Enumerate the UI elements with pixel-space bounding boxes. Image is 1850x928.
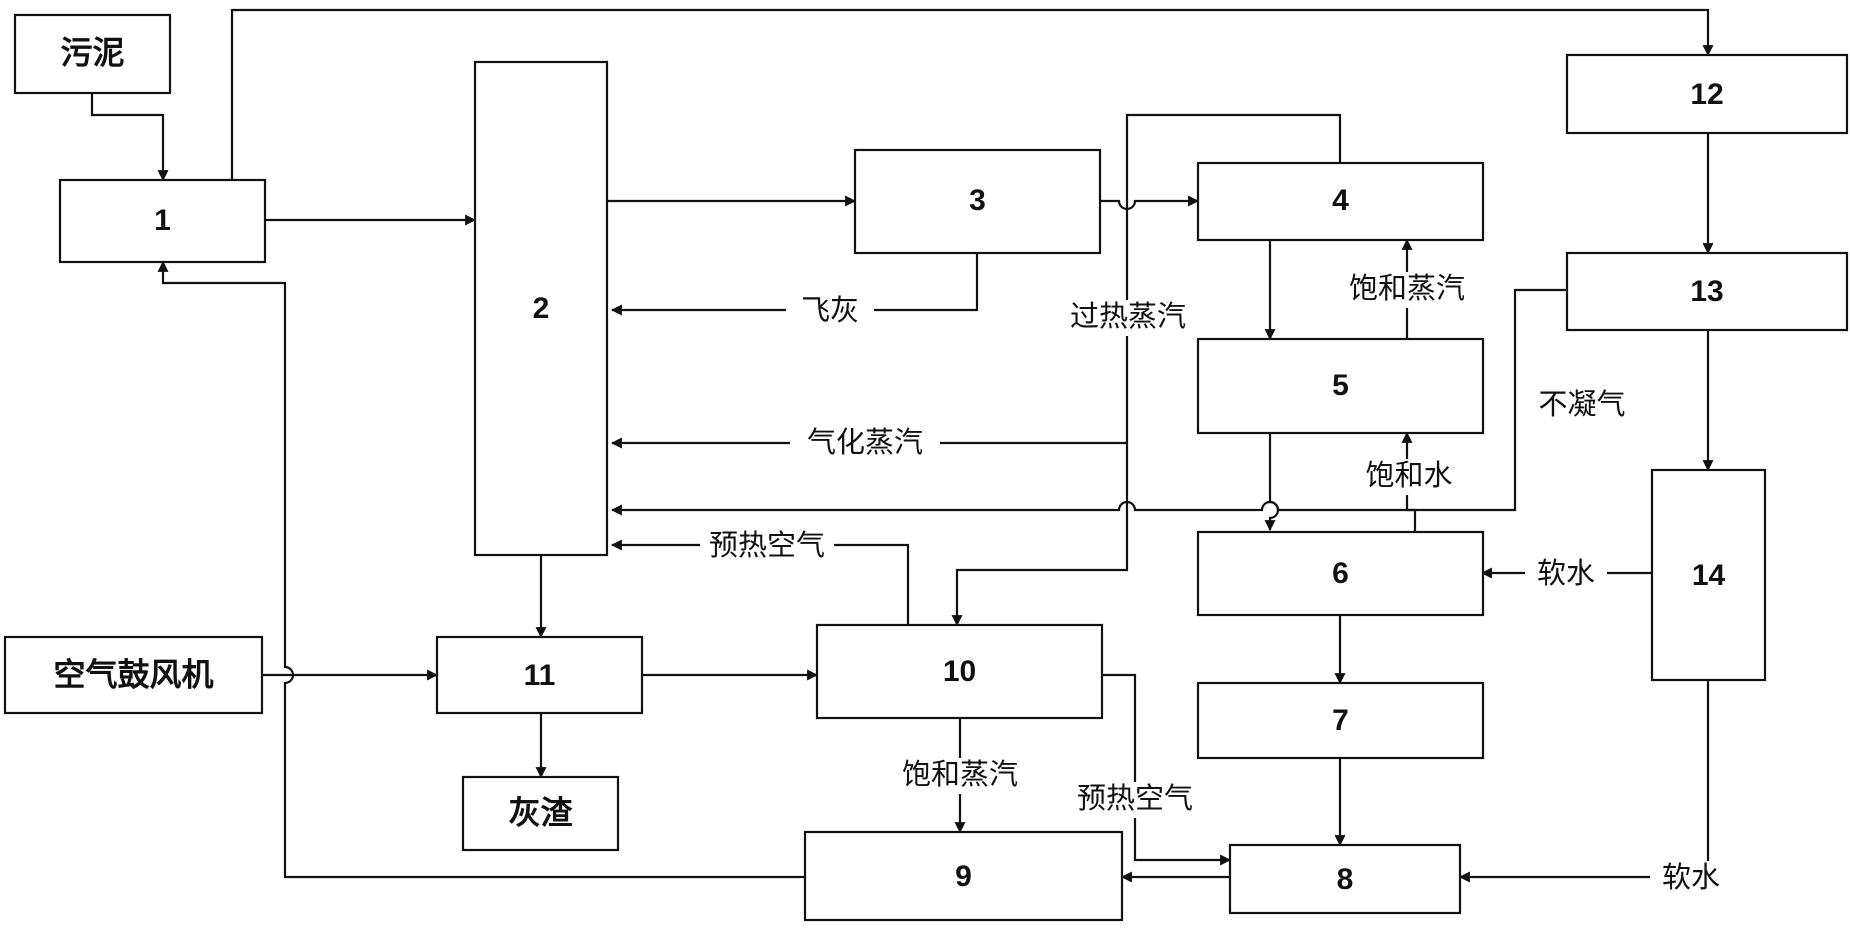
node-9: 9: [803, 830, 1124, 922]
edge-3-to-4: [1100, 195, 1200, 211]
node-13-label: 13: [1690, 275, 1723, 308]
node-11-label: 11: [524, 659, 556, 692]
node-4: 4: [1196, 161, 1485, 242]
node-2-label: 2: [533, 292, 550, 325]
node-9-label: 9: [955, 860, 972, 893]
node-10-label: 10: [943, 655, 976, 688]
node-6-label: 6: [1332, 557, 1349, 590]
edge-sludge-to-1: [90, 93, 169, 182]
node-sludge: 污泥: [13, 13, 172, 95]
node-2: 2: [473, 60, 609, 557]
edge-3-to-2-fly-ash: [610, 253, 979, 316]
label-saturated-steam-bottom: 饱和蒸汽: [902, 757, 1018, 791]
node-14: 14: [1650, 468, 1767, 682]
edge-13-to-2-non-condensable-gas: [610, 288, 1567, 516]
label-superheated-steam: 过热蒸汽: [1070, 299, 1186, 333]
node-1: 1: [58, 178, 267, 264]
label-non-condensable-gas: 不凝气: [1538, 387, 1625, 421]
node-5: 5: [1196, 337, 1485, 435]
edge-1-to-12: [230, 8, 1714, 180]
node-ash-slag: 灰渣: [461, 775, 620, 852]
node-8-label: 8: [1337, 863, 1354, 896]
node-6: 6: [1196, 530, 1485, 617]
nodes: 污泥 1 2 3 4 5 6 7: [3, 13, 1849, 922]
edge-14-to-8-soft-water: [1458, 680, 1710, 883]
node-3-label: 3: [969, 184, 986, 217]
node-8: 8: [1228, 843, 1462, 915]
node-5-label: 5: [1332, 369, 1349, 402]
node-13: 13: [1565, 251, 1849, 332]
node-14-label: 14: [1692, 559, 1726, 592]
node-4-label: 4: [1332, 184, 1349, 217]
node-12: 12: [1565, 53, 1849, 135]
label-soft-water-to-6: 软水: [1537, 556, 1595, 590]
node-3: 3: [853, 148, 1102, 255]
label-fly-ash: 飞灰: [801, 293, 859, 327]
label-preheated-air-bottom: 预热空气: [1077, 781, 1193, 815]
node-air-blower: 空气鼓风机: [3, 635, 264, 715]
node-11: 11: [435, 635, 644, 715]
node-air-blower-label: 空气鼓风机: [53, 656, 213, 694]
label-gasification-steam: 气化蒸汽: [807, 425, 923, 459]
node-10: 10: [815, 623, 1104, 720]
edge-10-to-8-preheated-air: [1102, 673, 1232, 866]
edges: [90, 8, 1714, 883]
edge-9-to-1: [157, 260, 805, 879]
label-soft-water-to-8: 软水: [1662, 860, 1720, 894]
node-ash-slag-label: 灰渣: [508, 794, 573, 832]
edge-5-to-6: [1264, 433, 1280, 532]
node-7-label: 7: [1332, 704, 1349, 737]
edge-labels: 飞灰 饱和蒸汽 过热蒸汽 气化蒸汽 不凝气 饱和水 预热空气 软水 饱和蒸汽 预…: [700, 271, 1732, 897]
node-1-label: 1: [154, 204, 171, 237]
label-saturated-water: 饱和水: [1365, 458, 1452, 492]
label-preheated-air-top: 预热空气: [709, 528, 825, 562]
edge-4-to-10-superheated-steam: [951, 113, 1342, 627]
node-7: 7: [1196, 681, 1485, 760]
node-sludge-label: 污泥: [60, 34, 124, 72]
label-saturated-steam-top: 饱和蒸汽: [1349, 271, 1465, 305]
node-12-label: 12: [1690, 78, 1723, 111]
